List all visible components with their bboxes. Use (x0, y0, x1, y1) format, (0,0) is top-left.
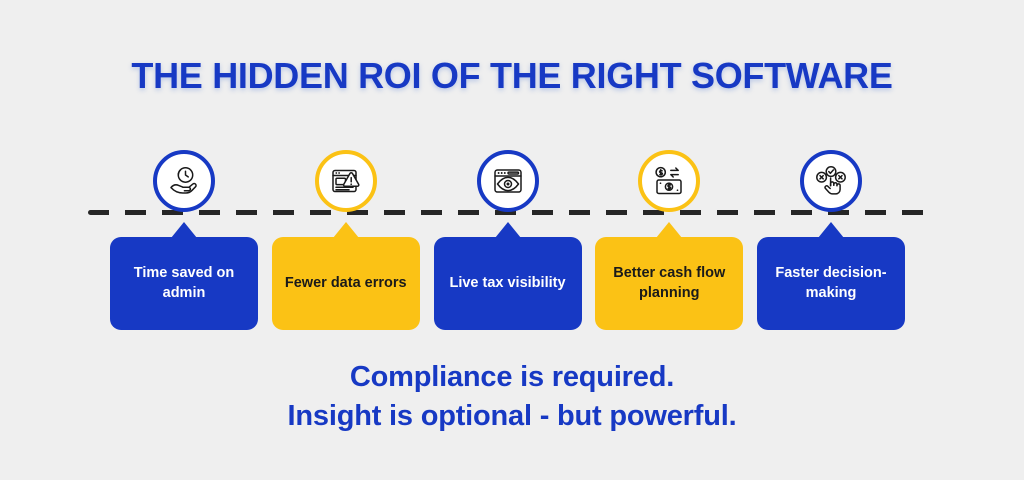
card-notch (656, 222, 683, 238)
tagline: Compliance is required. Insight is optio… (0, 358, 1024, 436)
benefit-card-label: Better cash flow planning (595, 237, 744, 330)
icon-circles-row (110, 150, 905, 212)
benefit-card-label: Faster decision-making (757, 237, 905, 330)
card-notch (171, 222, 197, 238)
card-notch (494, 222, 521, 238)
benefit-card-live-tax-visibility[interactable]: Live tax visibility (433, 222, 582, 330)
benefit-card-label: Time saved on admin (110, 237, 258, 330)
benefit-card-label: Live tax visibility (433, 237, 582, 330)
benefit-card-faster-decision-making[interactable]: Faster decision-making (757, 222, 905, 330)
icon-slot-3 (434, 150, 582, 212)
money-exchange-icon (638, 150, 701, 212)
page-title: THE HIDDEN ROI OF THE RIGHT SOFTWARE (131, 55, 893, 96)
tagline-line-2: Insight is optional - but powerful. (287, 400, 737, 433)
icon-slot-1 (110, 150, 258, 212)
card-notch (332, 222, 359, 238)
icon-slot-4 (595, 150, 743, 212)
card-notch (818, 222, 844, 238)
document-warning-icon (314, 150, 377, 212)
benefit-card-time-saved-on-admin[interactable]: Time saved on admin (110, 222, 258, 330)
browser-eye-icon (476, 150, 539, 212)
hand-holding-clock-icon (153, 150, 215, 212)
timeline-dashed-divider (88, 210, 930, 215)
benefit-cards-row: Time saved on admin Fewer data errors Li… (110, 222, 905, 330)
icon-slot-5 (757, 150, 905, 212)
tagline-line-1: Compliance is required. (349, 361, 675, 393)
icon-slot-2 (272, 150, 420, 212)
benefit-card-better-cash-flow-planning[interactable]: Better cash flow planning (595, 222, 744, 330)
benefit-card-label: Fewer data errors (271, 237, 420, 330)
benefit-card-fewer-data-errors[interactable]: Fewer data errors (271, 222, 420, 330)
hand-choice-check-icon (800, 150, 862, 212)
